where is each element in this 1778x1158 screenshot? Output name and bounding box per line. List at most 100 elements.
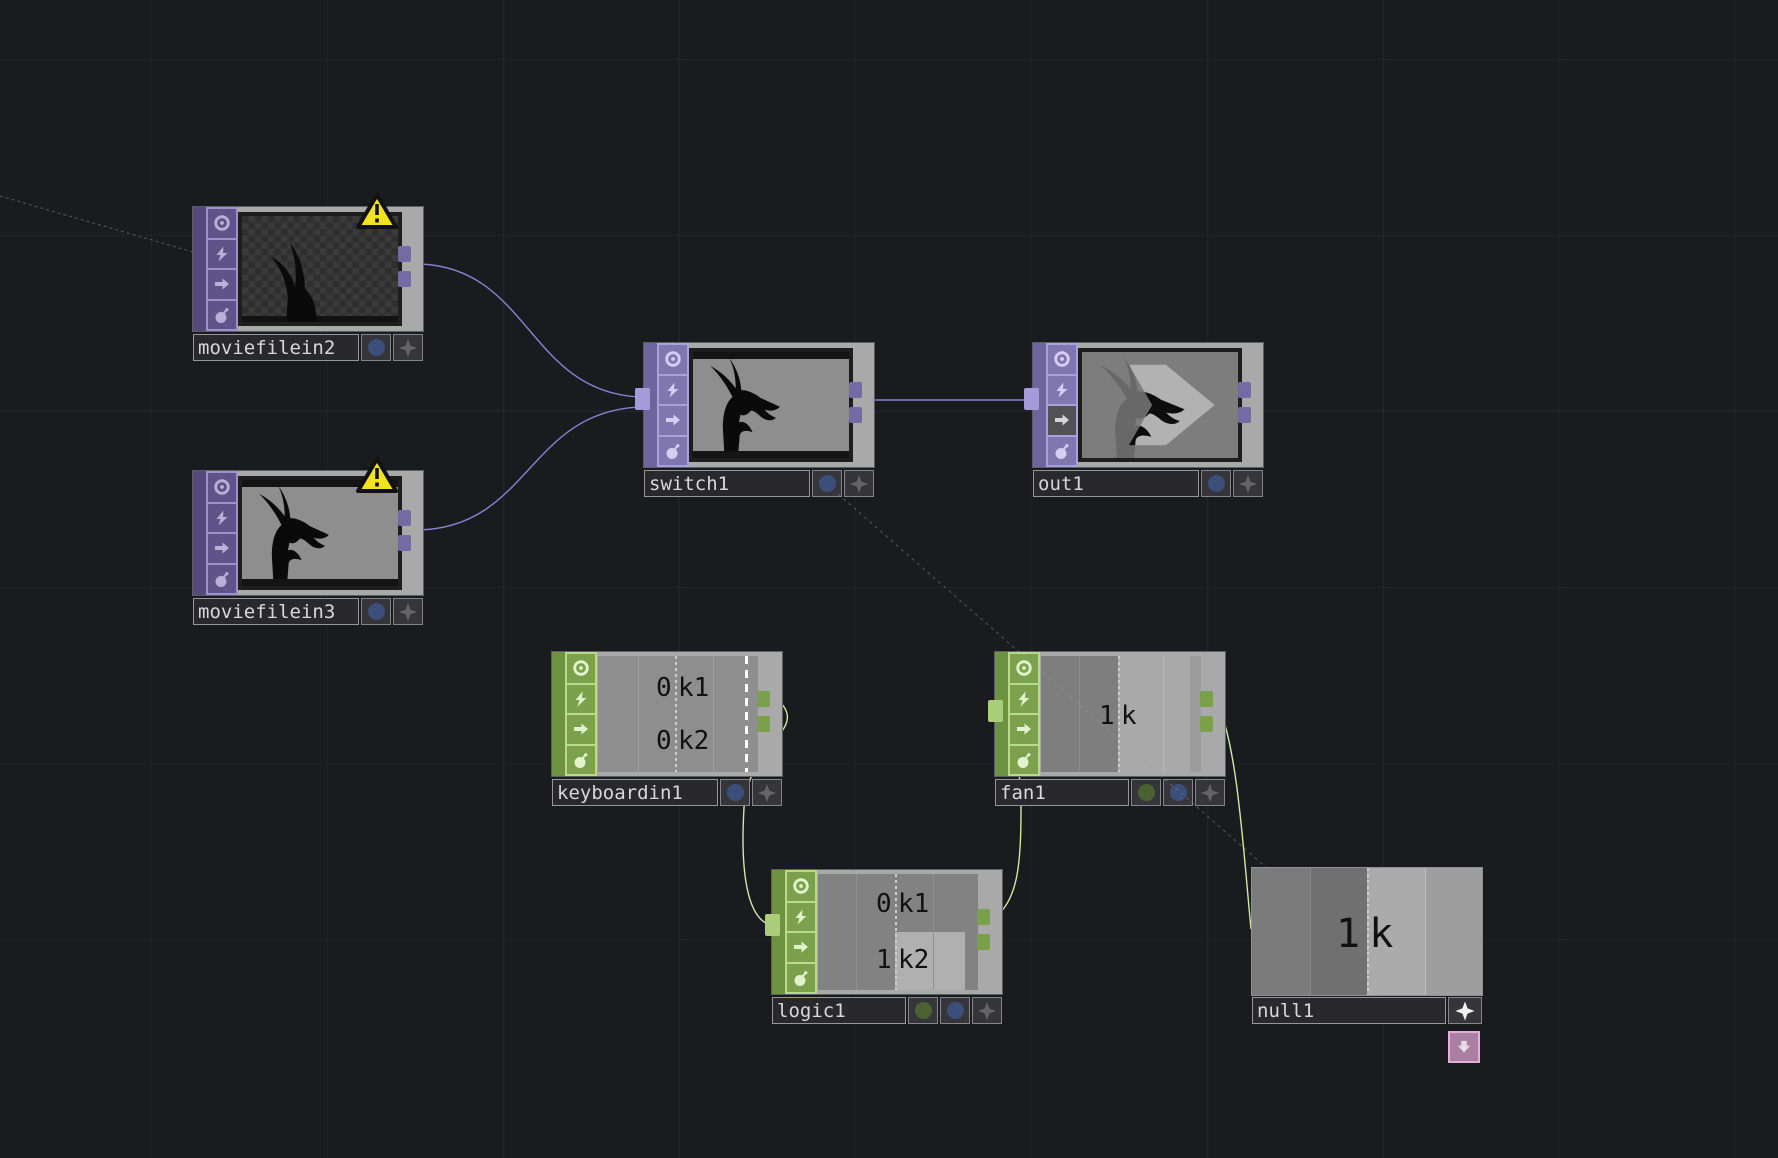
output-connector[interactable] xyxy=(977,909,990,925)
chop-viewer-large[interactable]: 1 k xyxy=(1251,867,1483,996)
node-name-label[interactable]: fan1 xyxy=(995,779,1129,806)
chop-viewer-thumbnail[interactable]: 1 k xyxy=(1041,656,1201,772)
blue-flag[interactable] xyxy=(812,470,842,497)
bomb-flag-icon[interactable] xyxy=(208,301,236,330)
expand-viewer-button[interactable] xyxy=(1448,1031,1480,1063)
input-connector[interactable] xyxy=(988,700,1003,722)
family-color-strip xyxy=(552,652,565,776)
input-connector[interactable] xyxy=(1024,388,1039,410)
node-name-label[interactable]: out1 xyxy=(1033,470,1199,497)
output-connector[interactable] xyxy=(1238,407,1251,423)
bolt-flag-icon[interactable] xyxy=(1048,376,1076,406)
blue-flag[interactable] xyxy=(940,997,970,1024)
bomb-flag-icon[interactable] xyxy=(659,437,687,466)
chop-viewer-thumbnail[interactable]: 0 k1 0 k2 xyxy=(598,656,758,772)
node-name-label[interactable]: switch1 xyxy=(644,470,810,497)
top-viewer-thumbnail[interactable] xyxy=(238,476,402,590)
input-connector[interactable] xyxy=(635,388,650,410)
viewer-flag-icon[interactable] xyxy=(787,872,815,903)
node-body[interactable]: 0 k1 0 k2 xyxy=(551,651,783,777)
star-flag[interactable] xyxy=(393,598,423,625)
viewer-flag-icon[interactable] xyxy=(659,345,687,376)
flag-sidebar xyxy=(1033,343,1078,467)
channel-name: k1 xyxy=(898,889,930,920)
blue-flag[interactable] xyxy=(361,334,391,361)
viewer-flag-icon[interactable] xyxy=(208,473,236,504)
node-body[interactable]: 1 k xyxy=(988,651,1226,777)
warning-icon[interactable] xyxy=(355,455,399,495)
output-connector[interactable] xyxy=(398,271,411,287)
wire-moviefilein2-switch1[interactable] xyxy=(419,263,641,398)
viewer-flag-icon[interactable] xyxy=(1010,654,1038,685)
output-connector[interactable] xyxy=(757,716,770,732)
top-viewer-thumbnail[interactable] xyxy=(689,348,853,462)
arrow-flag-icon[interactable] xyxy=(787,933,815,964)
output-connector[interactable] xyxy=(977,934,990,950)
green-flag[interactable] xyxy=(1131,779,1161,806)
green-flag[interactable] xyxy=(908,997,938,1024)
star-flag[interactable] xyxy=(1195,779,1225,806)
viewer-flag-icon[interactable] xyxy=(1048,345,1076,376)
bolt-flag-icon[interactable] xyxy=(787,903,815,933)
family-color-strip xyxy=(644,343,657,467)
blue-flag[interactable] xyxy=(1163,779,1193,806)
output-connector[interactable] xyxy=(757,691,770,707)
node-name-label[interactable]: null1 xyxy=(1252,997,1446,1024)
node-name-label[interactable]: moviefilein2 xyxy=(193,334,359,361)
output-connector[interactable] xyxy=(398,246,411,262)
node-name-label[interactable]: keyboardin1 xyxy=(552,779,718,806)
wire-keyboardin1-logic1[interactable] xyxy=(742,698,789,925)
output-connector[interactable] xyxy=(849,382,862,398)
bomb-flag-icon[interactable] xyxy=(787,964,815,993)
output-connector[interactable] xyxy=(398,510,411,526)
star-flag[interactable] xyxy=(972,997,1002,1024)
node-body[interactable] xyxy=(192,193,424,332)
output-connector[interactable] xyxy=(398,535,411,551)
output-connector[interactable] xyxy=(1200,716,1213,732)
star-flag[interactable] xyxy=(1448,997,1482,1024)
bolt-flag-icon[interactable] xyxy=(208,240,236,270)
bolt-flag-icon[interactable] xyxy=(208,504,236,534)
arrow-flag-icon[interactable] xyxy=(1010,715,1038,746)
star-flag[interactable] xyxy=(844,470,874,497)
input-connector[interactable] xyxy=(765,914,780,936)
blue-flag[interactable] xyxy=(361,598,391,625)
blue-flag[interactable] xyxy=(720,779,750,806)
star-flag[interactable] xyxy=(393,334,423,361)
bolt-flag-icon[interactable] xyxy=(1010,685,1038,715)
bomb-flag-icon[interactable] xyxy=(1048,437,1076,466)
node-body[interactable] xyxy=(192,457,424,596)
warning-icon[interactable] xyxy=(355,191,399,231)
arrow-flag-icon[interactable] xyxy=(208,270,236,301)
dragon-silhouette xyxy=(259,486,330,584)
arrow-flag-icon[interactable] xyxy=(208,534,236,565)
channel-name: k2 xyxy=(678,725,710,756)
star-flag[interactable] xyxy=(1233,470,1263,497)
node-name-label[interactable]: logic1 xyxy=(772,997,906,1024)
output-connector[interactable] xyxy=(849,407,862,423)
viewer-flag-icon[interactable] xyxy=(208,209,236,240)
bomb-flag-icon[interactable] xyxy=(1010,746,1038,775)
bomb-flag-icon[interactable] xyxy=(567,746,595,775)
star-flag[interactable] xyxy=(752,779,782,806)
family-color-strip xyxy=(193,207,206,331)
node-body[interactable]: 0 k1 1 k2 xyxy=(765,869,1003,995)
chop-viewer-thumbnail[interactable]: 0 k1 1 k2 xyxy=(818,874,978,990)
viewer-flag-icon[interactable] xyxy=(567,654,595,685)
node-name-label[interactable]: moviefilein3 xyxy=(193,598,359,625)
output-connector[interactable] xyxy=(1200,691,1213,707)
arrow-flag-icon[interactable] xyxy=(659,406,687,437)
node-body[interactable] xyxy=(635,342,875,468)
node-body[interactable] xyxy=(1024,342,1264,468)
top-viewer-thumbnail[interactable] xyxy=(1078,348,1242,462)
top-viewer-thumbnail[interactable] xyxy=(238,212,402,326)
wire-moviefilein3-switch1[interactable] xyxy=(419,406,641,531)
arrow-flag-icon[interactable] xyxy=(567,715,595,746)
output-connector[interactable] xyxy=(1238,382,1251,398)
blue-flag[interactable] xyxy=(1201,470,1231,497)
bolt-flag-icon[interactable] xyxy=(659,376,687,406)
bomb-flag-icon[interactable] xyxy=(208,565,236,594)
bolt-flag-icon[interactable] xyxy=(567,685,595,715)
arrow-flag-icon[interactable] xyxy=(1048,406,1076,437)
